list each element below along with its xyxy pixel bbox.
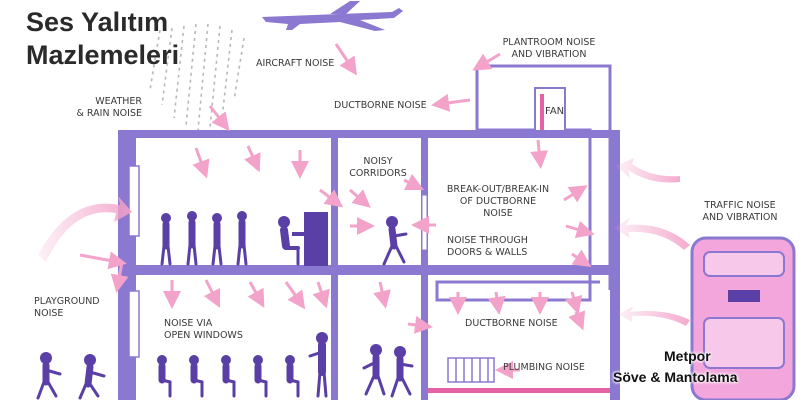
label-breakout-line-1: BREAK-OUT/BREAK-IN — [446, 184, 550, 195]
label-noisy-line-1: NOISY — [363, 156, 393, 167]
person-icon — [362, 344, 386, 396]
label-playground-line-2: NOISE — [34, 308, 64, 319]
label-ductborne-top: DUCTBORNE NOISE — [334, 100, 427, 111]
label-breakout-line-2: OF DUCTBORNE — [459, 196, 537, 207]
airplane-icon — [262, 1, 403, 31]
label-breakout: BREAK-OUT/BREAK-IN OF DUCTBORNE NOISE — [442, 184, 554, 220]
label-windows-line-1: NOISE VIA — [164, 318, 213, 329]
label-through-line-2: DOORS & WALLS — [447, 247, 528, 258]
person-icon — [78, 354, 106, 400]
label-traffic-line-1: TRAFFIC NOISE — [704, 200, 776, 211]
person-icon — [36, 352, 62, 400]
noise-arrows — [79, 43, 595, 379]
label-noise-through: NOISE THROUGH DOORS & WALLS — [447, 235, 528, 259]
brand-tagline: Söve & Mantolama — [613, 369, 738, 385]
person-icon — [253, 355, 268, 398]
label-noisy-corridors: NOISY CORRIDORS — [343, 156, 413, 180]
person-icon — [236, 211, 248, 266]
bus-icon — [690, 236, 796, 400]
person-icon — [160, 213, 172, 266]
label-weather-line-2: & RAIN NOISE — [76, 108, 143, 119]
label-traffic: TRAFFIC NOISE AND VIBRATION — [692, 200, 788, 224]
label-playground: PLAYGROUND NOISE — [34, 296, 100, 320]
person-icon — [221, 355, 236, 398]
radiator-icon — [447, 357, 495, 383]
label-windows-line-2: OPEN WINDOWS — [164, 330, 243, 341]
label-plantroom-line-2: AND VIBRATION — [511, 49, 587, 60]
label-weather: WEATHER & RAIN NOISE — [56, 96, 143, 120]
person-icon — [186, 211, 198, 266]
label-breakout-line-3: NOISE — [483, 208, 513, 219]
people — [36, 211, 414, 400]
person-icon — [308, 332, 328, 398]
label-open-windows: NOISE VIA OPEN WINDOWS — [164, 318, 243, 342]
label-ductborne-bottom: DUCTBORNE NOISE — [465, 318, 558, 329]
label-plumbing: PLUMBING NOISE — [503, 362, 585, 373]
door — [421, 194, 428, 251]
piano-icon — [292, 212, 328, 266]
window-lower — [128, 290, 140, 358]
rain-icon — [149, 23, 245, 131]
person-icon — [382, 216, 408, 266]
label-fan: FAN — [545, 106, 565, 117]
person-icon — [390, 346, 414, 398]
label-plantroom: PLANTROOM NOISE AND VIBRATION — [497, 37, 601, 61]
person-icon — [157, 355, 172, 398]
label-plantroom-line-1: PLANTROOM NOISE — [502, 37, 596, 48]
person-icon — [189, 355, 204, 398]
label-traffic-line-2: AND VIBRATION — [702, 212, 778, 223]
incoming-noise-arrows — [38, 158, 690, 326]
title-line-2: Mazlemeleri — [26, 40, 180, 70]
label-playground-line-1: PLAYGROUND — [34, 296, 100, 307]
brand-name: Metpor — [664, 348, 711, 364]
window-upper — [128, 165, 140, 237]
person-icon — [278, 216, 300, 266]
person-icon — [211, 213, 223, 266]
page-title: Ses Yalıtım Mazlemeleri — [26, 6, 179, 72]
person-icon — [285, 355, 300, 398]
label-aircraft-noise: AIRCRAFT NOISE — [256, 58, 335, 69]
label-through-line-1: NOISE THROUGH — [447, 235, 528, 246]
title-line-1: Ses Yalıtım — [26, 7, 169, 37]
floor-pipe — [428, 388, 610, 393]
label-weather-line-1: WEATHER — [95, 96, 142, 107]
label-noisy-line-2: CORRIDORS — [349, 168, 407, 179]
